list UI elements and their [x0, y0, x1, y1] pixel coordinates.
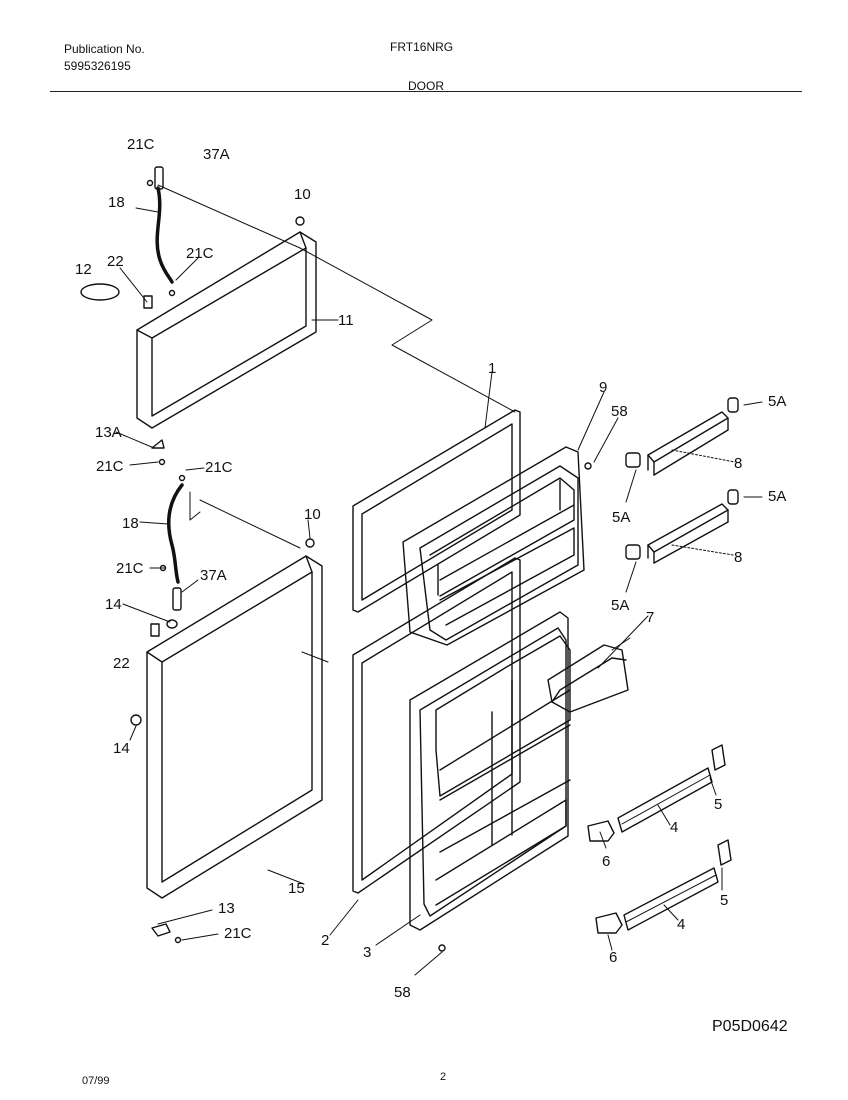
bushing-10-top [295, 216, 305, 226]
callout-3: 3 [363, 944, 371, 961]
callout-14: 14 [113, 740, 130, 757]
callout-5a: 5A [768, 393, 786, 410]
plug-22-top [143, 295, 153, 309]
callout-9: 9 [599, 379, 607, 396]
callout-6: 6 [609, 949, 617, 966]
callout-12: 12 [75, 261, 92, 278]
freezer-door-panel [136, 231, 317, 429]
freezer-gasket-1 [352, 409, 521, 613]
freezer-door-liner-9 [402, 446, 585, 646]
page-number: 2 [440, 1071, 447, 1083]
publication-number: 5995326195 [64, 59, 131, 73]
fresh-food-door-panel [146, 555, 329, 899]
callout-4: 4 [670, 819, 678, 836]
plug-14 [130, 714, 142, 726]
callout-13a: 13A [95, 424, 122, 441]
spacer-37a-bottom [172, 587, 182, 611]
callout-14: 14 [105, 596, 122, 613]
callout-18: 18 [108, 194, 125, 211]
callout-22: 22 [113, 655, 130, 672]
callout-10: 10 [304, 506, 321, 523]
callout-8: 8 [734, 549, 742, 566]
shelf-bar-8-middle [647, 503, 729, 564]
callout-1: 1 [488, 360, 496, 377]
callout-37a: 37A [200, 567, 227, 584]
callout-15: 15 [288, 880, 305, 897]
publication-label: Publication No. [64, 42, 145, 56]
callout-4: 4 [677, 916, 685, 933]
callout-58: 58 [611, 403, 628, 420]
end-cap-5a-2 [625, 452, 641, 468]
spacer-37a-top [154, 166, 164, 190]
end-cap-5-upper [711, 744, 726, 771]
callout-2: 2 [321, 932, 329, 949]
section-title: DOOR [408, 79, 444, 93]
header-divider [50, 91, 802, 92]
callout-5a: 5A [611, 597, 629, 614]
fresh-food-door-liner-3 [409, 611, 571, 931]
footer-date: 07/99 [82, 1075, 110, 1087]
callout-7: 7 [646, 609, 654, 626]
callout-5a: 5A [768, 488, 786, 505]
end-cap-5a-1 [727, 397, 739, 413]
callout-21c: 21C [224, 925, 252, 942]
end-cap-5a-4 [625, 544, 641, 560]
hinge-bracket-13a [151, 439, 165, 449]
end-cap-6-lower [595, 912, 623, 934]
callout-18: 18 [122, 515, 139, 532]
callout-21c: 21C [127, 136, 155, 153]
shelf-bar-4-lower [623, 867, 719, 931]
callout-labels: 21C 37A 18 10 21C 22 12 11 1 9 58 5A 8 1… [75, 136, 786, 1001]
callout-8: 8 [734, 455, 742, 472]
callout-6: 6 [602, 853, 610, 870]
end-cap-5a-3 [727, 489, 739, 505]
shelf-bar-8-upper [647, 411, 729, 476]
callout-5: 5 [714, 796, 722, 813]
callout-5a: 5A [612, 509, 630, 526]
callout-21c: 21C [116, 560, 144, 577]
callout-13: 13 [218, 900, 235, 917]
bushing-10-bottom [305, 538, 315, 548]
callout-37a: 37A [203, 146, 230, 163]
model-number: FRT16NRG [390, 40, 454, 54]
diagram-code: P05D0642 [712, 1018, 788, 1035]
callout-22: 22 [107, 253, 124, 270]
leader-lines [115, 207, 763, 951]
callout-10: 10 [294, 186, 311, 203]
callout-21c: 21C [186, 245, 214, 262]
dairy-door-7 [547, 637, 631, 713]
gasket-12 [80, 283, 120, 301]
hinge-13 [151, 923, 171, 937]
end-cap-5-lower [717, 839, 732, 866]
callout-11: 11 [338, 312, 354, 329]
callout-21c: 21C [205, 459, 233, 476]
callout-21c: 21C [96, 458, 124, 475]
callout-58: 58 [394, 984, 411, 1001]
shelf-bar-4-upper [617, 767, 713, 833]
callout-5: 5 [720, 892, 728, 909]
end-cap-6-upper [587, 820, 615, 842]
plug-22-bottom [150, 623, 160, 637]
